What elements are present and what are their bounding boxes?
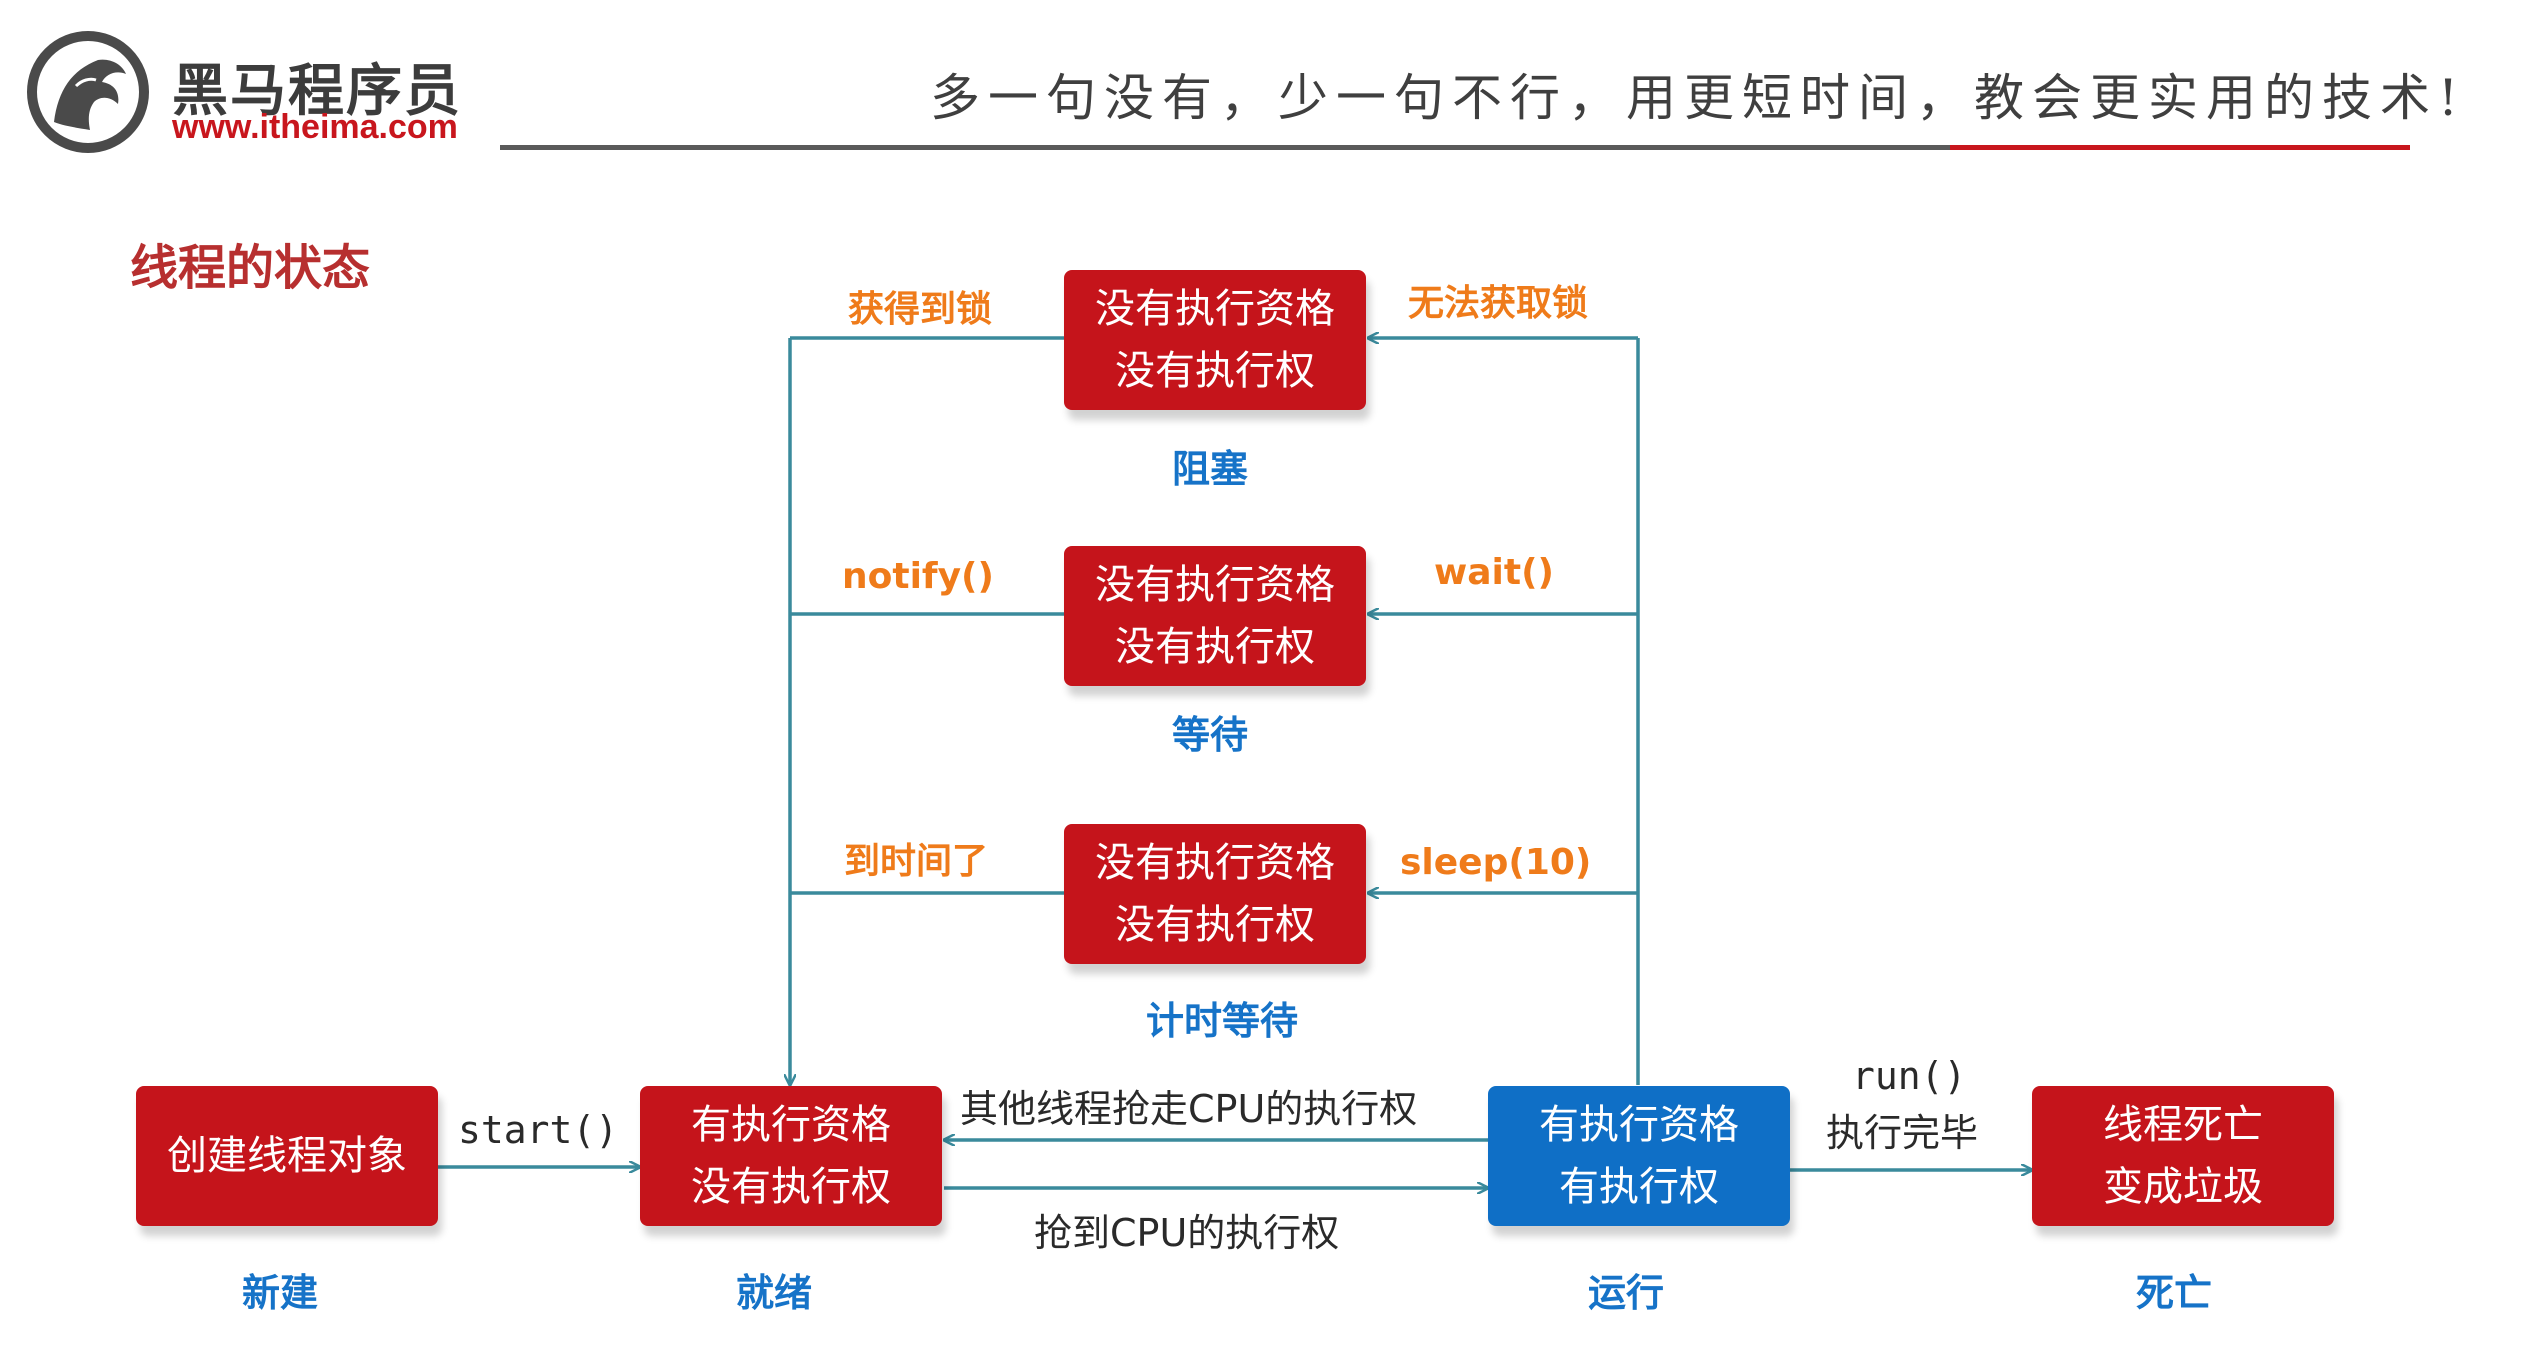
sleep-label: sleep(10): [1400, 842, 1592, 883]
timed-waiting-state-box: 没有执行资格 没有执行权: [1064, 824, 1366, 964]
new-line1: 创建线程对象: [167, 1133, 407, 1179]
terminated-line1: 线程死亡: [2103, 1102, 2263, 1148]
running-line2: 有执行权: [1559, 1164, 1719, 1210]
new-state-box: 创建线程对象: [136, 1086, 438, 1226]
cpu-taken-label: 其他线程抢走CPU的执行权: [960, 1087, 1418, 1131]
runnable-state-label: 就绪: [735, 1271, 813, 1315]
timed-waiting-state-label: 计时等待: [1145, 999, 1299, 1043]
header-divider-accent: [1950, 145, 2410, 150]
timed-line2: 没有执行权: [1115, 902, 1315, 948]
logo-icon: [24, 30, 156, 154]
run-complete-label: 执行完毕: [1826, 1111, 1979, 1155]
running-state-label: 运行: [1587, 1271, 1665, 1315]
runnable-state-box: 有执行资格 没有执行权: [640, 1086, 942, 1226]
slogan: 多一句没有，少一句不行，用更短时间，教会更实用的技术!: [930, 69, 2467, 127]
run-label: run(): [1852, 1054, 1967, 1098]
brand-name: 黑马程序员: [172, 59, 462, 124]
terminated-state-label: 死亡: [2135, 1271, 2213, 1315]
timed-line1: 没有执行资格: [1095, 840, 1335, 886]
start-label: start(): [458, 1108, 619, 1152]
waiting-state-label: 等待: [1171, 713, 1249, 757]
header-divider: [500, 145, 2410, 150]
blocked-state-label: 阻塞: [1171, 447, 1249, 491]
blocked-line1: 没有执行资格: [1095, 286, 1335, 332]
terminated-state-box: 线程死亡 变成垃圾: [2032, 1086, 2334, 1226]
time-up-label: 到时间了: [844, 841, 989, 882]
blocked-state-box: 没有执行资格 没有执行权: [1064, 270, 1366, 410]
new-state-label: 新建: [241, 1271, 319, 1315]
no-lock-label: 无法获取锁: [1408, 283, 1589, 324]
terminated-line2: 变成垃圾: [2103, 1164, 2263, 1210]
running-line1: 有执行资格: [1539, 1102, 1739, 1148]
section-title: 线程的状态: [130, 240, 371, 296]
running-state-box: 有执行资格 有执行权: [1488, 1086, 1790, 1226]
runnable-line1: 有执行资格: [691, 1102, 891, 1148]
notify-label: notify(): [842, 556, 994, 597]
blocked-line2: 没有执行权: [1115, 348, 1315, 394]
brand-url: www.itheima.com: [172, 108, 458, 146]
waiting-state-box: 没有执行资格 没有执行权: [1064, 546, 1366, 686]
cpu-got-label: 抢到CPU的执行权: [1034, 1211, 1340, 1255]
wait-label: wait(): [1434, 552, 1555, 593]
waiting-line1: 没有执行资格: [1095, 562, 1335, 608]
get-lock-label: 获得到锁: [848, 289, 993, 330]
waiting-line2: 没有执行权: [1115, 624, 1315, 670]
runnable-line2: 没有执行权: [691, 1164, 891, 1210]
